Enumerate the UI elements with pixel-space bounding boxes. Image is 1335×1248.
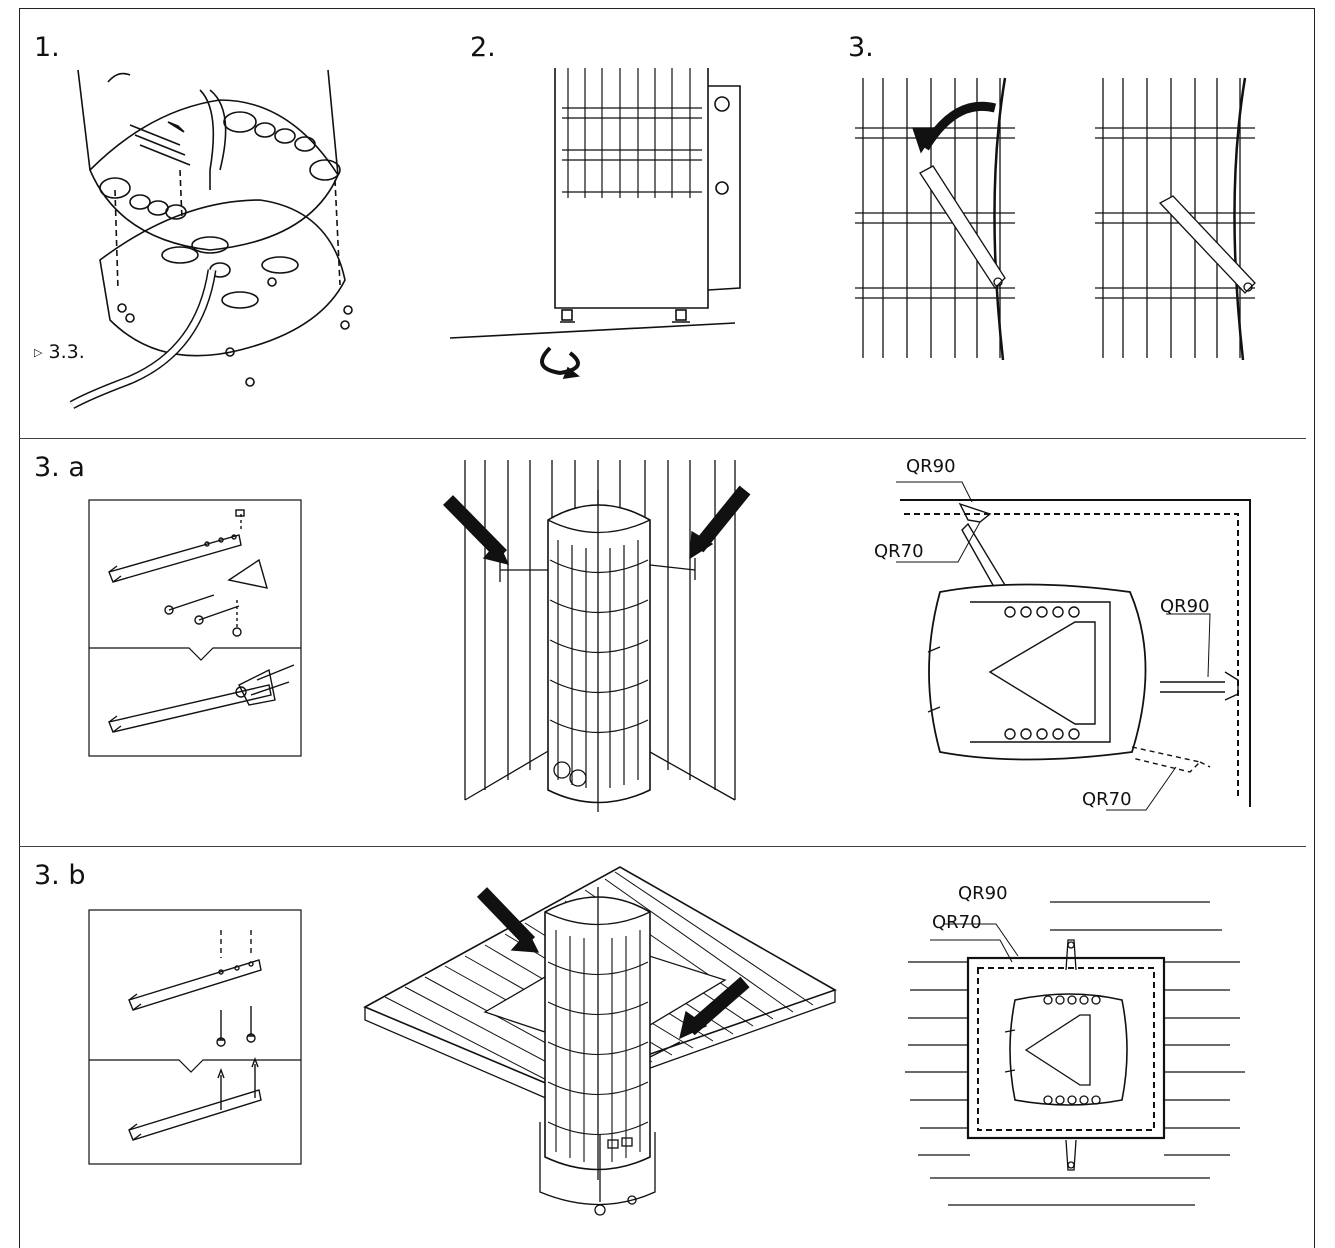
row-divider-1 [19, 438, 1306, 439]
reference-note-text: 3.3. [48, 341, 85, 363]
figure-3a-wall-bracket-mounting [88, 499, 302, 757]
figure-1-bottom-cover-cable [69, 69, 353, 409]
callout-qr90: QR90 [958, 883, 1008, 904]
callout-qr70: QR70 [932, 912, 982, 933]
reference-note: ▷ 3.3. [34, 341, 85, 363]
manual-page-frame [19, 8, 1315, 1248]
figure-3b-heater-floor-recess [363, 866, 837, 1216]
step-label-3b: 3. b [34, 860, 86, 891]
figure-3b-top-view-distances [905, 901, 1245, 1206]
step-label-1: 1. [34, 32, 60, 63]
figure-3a-heater-corner-install [443, 460, 751, 812]
triangle-pointer-icon: ▷ [34, 346, 43, 359]
row-divider-2 [19, 846, 1306, 847]
figure-3b-floor-bracket-mounting [88, 909, 302, 1165]
callout-qr70-bottom: QR70 [1082, 789, 1132, 810]
step-label-3a: 3. a [34, 452, 85, 483]
callout-qr70-top: QR70 [874, 541, 924, 562]
figure-3-bracket-fold-right [1095, 77, 1256, 361]
figure-3a-top-view-distances [896, 481, 1251, 811]
figure-3-bracket-fold-left [855, 77, 1015, 361]
step-label-3: 3. [848, 32, 874, 63]
callout-qr90-top: QR90 [906, 456, 956, 477]
step-label-2: 2. [470, 32, 496, 63]
callout-qr90-right: QR90 [1160, 596, 1210, 617]
figure-2-levelling-feet [449, 68, 741, 379]
